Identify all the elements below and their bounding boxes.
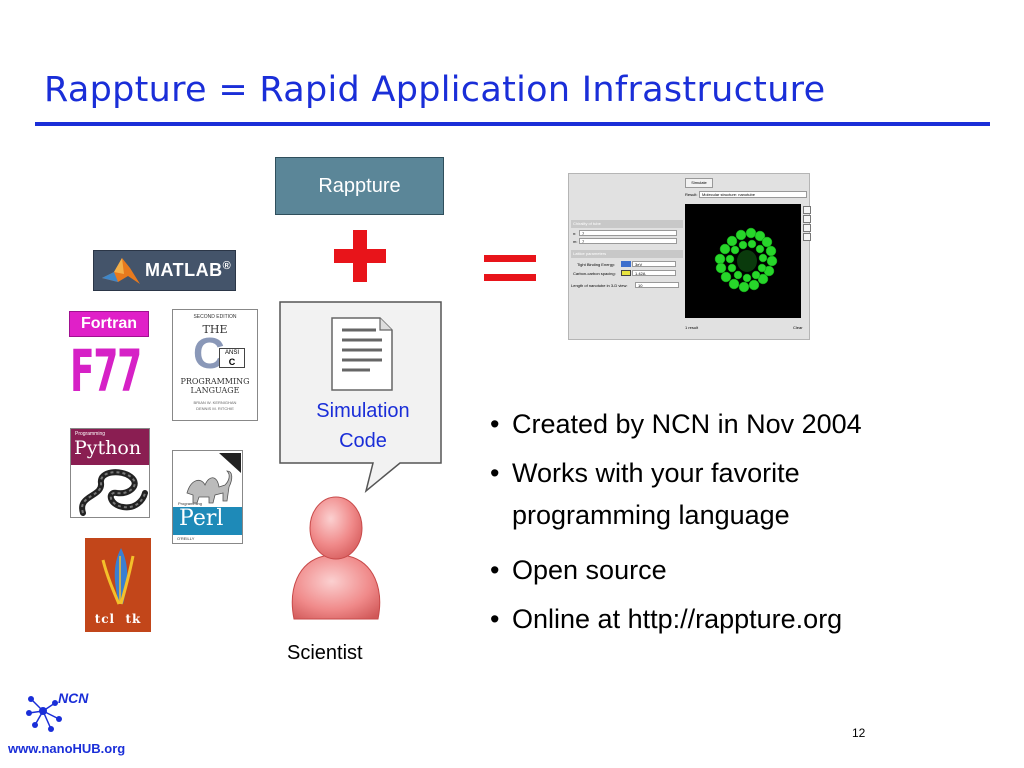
- n-label: n:: [573, 231, 577, 236]
- fortran-badge: Fortran: [69, 311, 149, 337]
- c-book-author2: DENNIS M. RITCHIE: [196, 406, 234, 411]
- matlab-label: MATLAB®: [145, 260, 232, 280]
- rappture-app-screenshot: Simulate Result: Molecular structure: na…: [568, 173, 811, 340]
- bullet-item: • Created by NCN in Nov 2004: [490, 406, 990, 442]
- cc-input[interactable]: 1.42A: [632, 270, 676, 276]
- tcltk-label: tcl tk: [94, 612, 142, 626]
- result-select[interactable]: Molecular structure: nanotube: [699, 191, 807, 198]
- nanotube-render: [714, 227, 778, 293]
- matlab-membrane-icon: [102, 258, 140, 284]
- zoom-in-icon[interactable]: [803, 215, 811, 223]
- c-book-the: THE: [202, 323, 228, 336]
- section-chirality: Chirality of tube: [571, 220, 683, 228]
- length-label: Length of nanotube in 3-D view:: [571, 283, 628, 288]
- settings-icon[interactable]: [803, 233, 811, 241]
- python-book-top: Programming: [75, 431, 106, 437]
- c-book-line2: LANGUAGE: [190, 386, 240, 395]
- python-snake-icon: [79, 469, 148, 516]
- python-book-band: [71, 429, 149, 465]
- perl-camel-icon: [173, 453, 242, 535]
- result-count: 1 result: [685, 325, 699, 330]
- equals-icon: [484, 255, 536, 293]
- cc-slider-icon: [621, 270, 631, 276]
- zoom-out-icon[interactable]: [803, 224, 811, 232]
- m-input[interactable]: 7: [579, 238, 677, 244]
- bullet-item: • Works with your favorite programming lan…: [490, 455, 990, 539]
- bullet-dot: •: [490, 555, 500, 585]
- result-label: Result:: [685, 192, 698, 197]
- bullet-item: • Open source: [490, 552, 990, 588]
- tcltk-logo: tcl tk: [85, 538, 151, 632]
- c-book-line1: PROGRAMMING: [180, 377, 250, 386]
- scientist-icon: [291, 496, 381, 620]
- bullet-text: Open source: [512, 555, 667, 585]
- simulation-code-label: Simulation Code: [285, 396, 441, 456]
- tb-input[interactable]: 3eV: [632, 261, 676, 267]
- title-underline: [35, 122, 990, 126]
- ansi-label: ANSI: [224, 350, 239, 356]
- ansi-c: C: [228, 357, 236, 367]
- perl-book-cover: Programming Perl O'REILLY: [172, 450, 243, 544]
- zoom-reset-icon[interactable]: [803, 206, 811, 214]
- perl-book-title: Perl: [179, 506, 224, 531]
- plus-icon: [334, 230, 386, 282]
- feather-icon: [101, 548, 135, 605]
- page-number: 12: [852, 726, 866, 740]
- bullet-list: • Created by NCN in Nov 2004 • Works with …: [490, 406, 990, 650]
- length-input[interactable]: 10: [635, 282, 679, 288]
- speech-bubble: [279, 301, 442, 494]
- n-input[interactable]: 7: [579, 230, 677, 236]
- tb-label: Tight Binding Energy:: [577, 262, 616, 267]
- perl-book-publisher: O'REILLY: [177, 536, 195, 541]
- m-label: m:: [573, 239, 578, 244]
- slide-title: Rappture = Rapid Application Infrastruct…: [44, 70, 826, 110]
- clear-button[interactable]: Clear: [793, 325, 803, 330]
- c-book-edition: SECOND EDITION: [193, 314, 237, 320]
- callout-line-2: Code: [339, 430, 387, 452]
- callout-line-1: Simulation: [316, 400, 410, 422]
- f77-label: F77: [70, 337, 142, 405]
- bullet-text: Created by NCN in Nov 2004: [512, 409, 862, 439]
- bullet-text-continuation: programming language: [512, 500, 790, 530]
- scientist-label: Scientist: [287, 642, 363, 664]
- bullet-dot: •: [490, 409, 500, 439]
- ncn-label: NCN: [58, 690, 89, 706]
- document-icon: [331, 317, 393, 391]
- python-book-title: Python: [74, 437, 142, 459]
- simulate-button[interactable]: Simulate: [685, 178, 713, 188]
- bullet-dot: •: [490, 604, 500, 634]
- ncn-network-icon: [26, 696, 62, 732]
- rappture-box: Rappture: [275, 157, 444, 215]
- bullet-text: Works with your favorite: [512, 458, 800, 488]
- nanotube-viewer[interactable]: [685, 204, 801, 318]
- nanohub-link[interactable]: www.nanoHUB.org: [8, 741, 126, 756]
- perl-book-top: Programming: [178, 501, 203, 506]
- cc-label: Carbon-carbon spacing:: [573, 271, 616, 276]
- section-lattice: Lattice parameters: [571, 250, 683, 258]
- tb-energy-icon: [621, 261, 631, 267]
- bullet-dot: •: [490, 458, 500, 488]
- bullet-text: Online at http://rappture.org: [512, 604, 843, 634]
- bullet-item: • Online at http://rappture.org: [490, 601, 990, 637]
- c-book-author1: BRIAN W. KERNIGHAN: [193, 400, 237, 405]
- python-book-cover: Programming Python: [70, 428, 150, 518]
